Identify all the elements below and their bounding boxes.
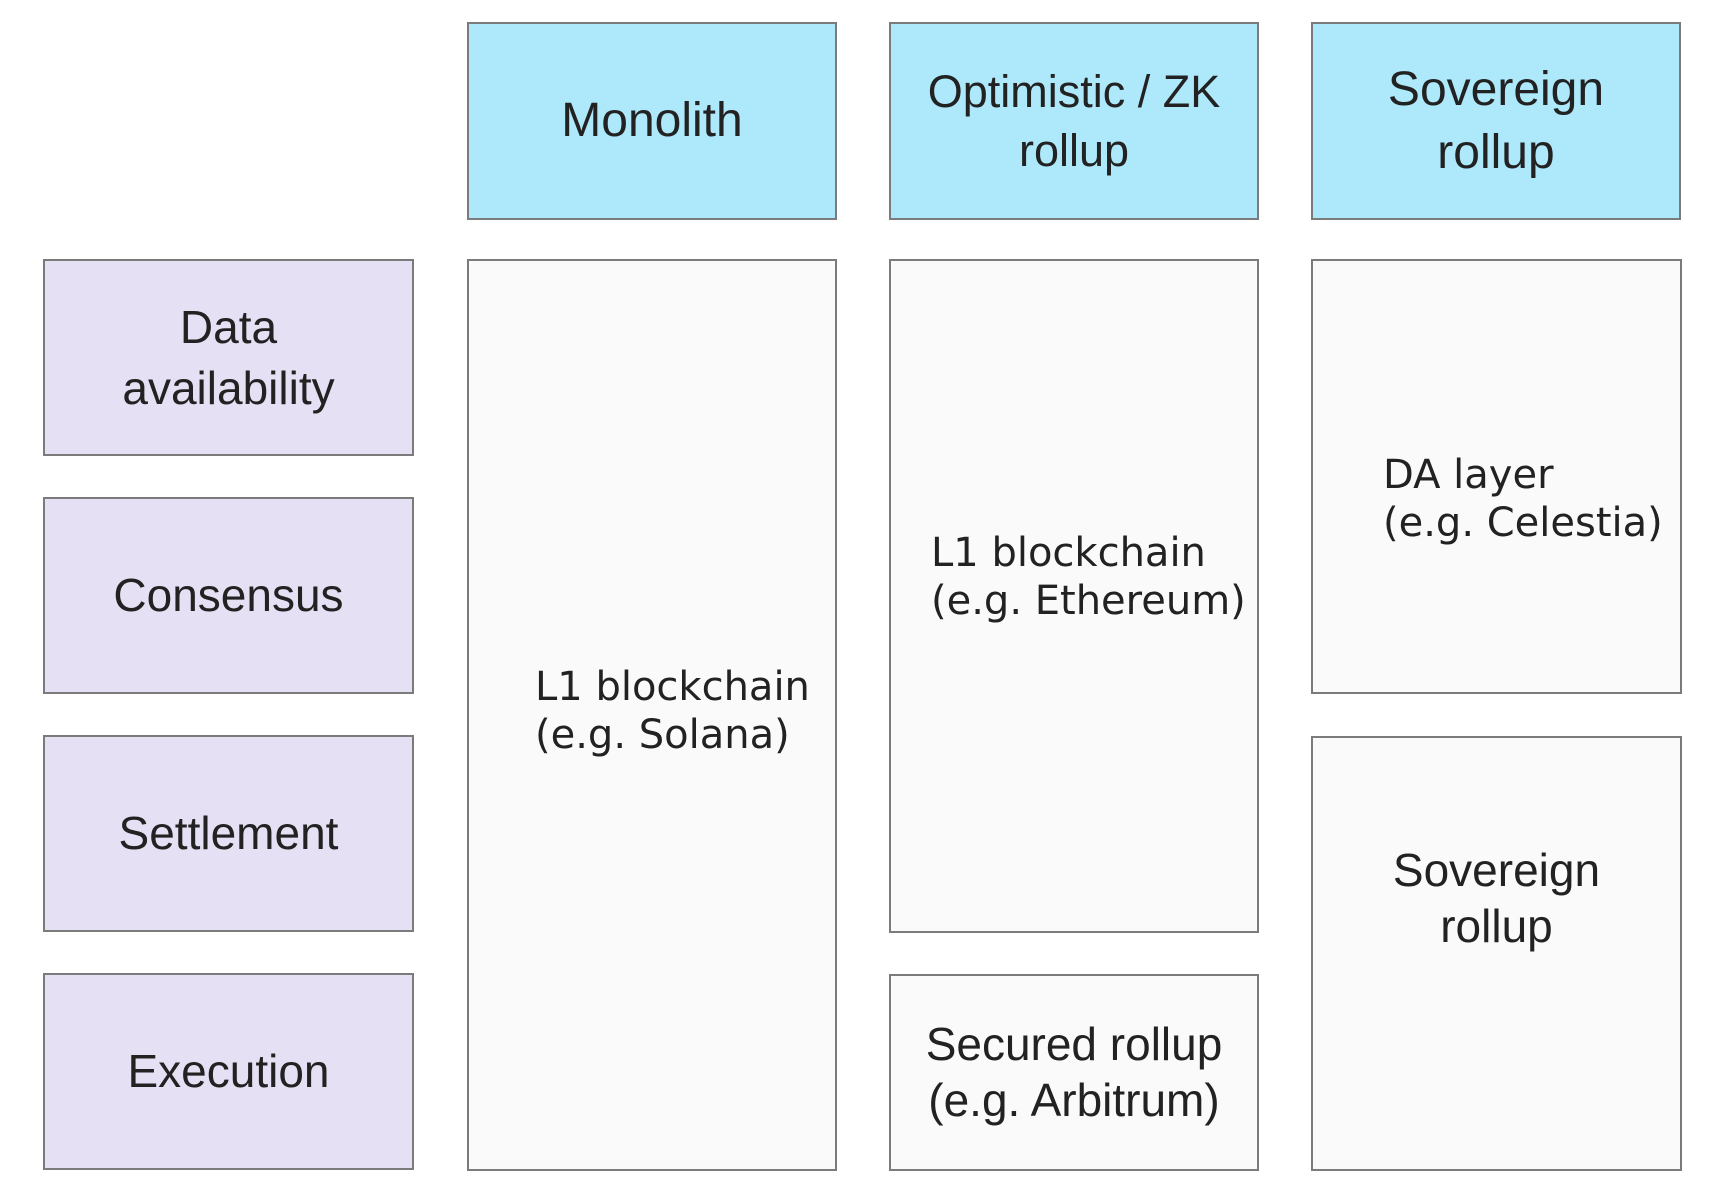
layer-data-availability-line-2: availability <box>122 361 335 414</box>
layer-data-availability: Data availability <box>43 259 414 456</box>
header-sovereign-rollup-label: Sovereign rollup <box>1388 58 1604 185</box>
header-optimistic-zk-rollup-label: Optimistic / ZK rollup <box>928 62 1221 181</box>
da-layer-line-2: (e.g. Celestia) <box>1383 500 1663 546</box>
monolith-l1-line-1: L1 blockchain <box>535 664 810 710</box>
sovereign-da-layer: DA layer (e.g. Celestia) <box>1311 259 1682 694</box>
sovereign-rollup-line-1: Sovereign <box>1392 844 1601 897</box>
header-monolith-label: Monolith <box>561 89 742 152</box>
layer-consensus-line-1: Consensus <box>113 569 344 622</box>
sovereign-rollup-execution: Sovereign rollup <box>1311 736 1682 1171</box>
header-sovereign-line-2: rollup <box>1437 126 1555 179</box>
monolith-l1-blockchain-label: L1 blockchain (e.g. Solana) <box>535 663 810 759</box>
layer-settlement: Settlement <box>43 735 414 932</box>
header-sovereign-line-1: Sovereign <box>1387 62 1605 116</box>
layer-execution: Execution <box>43 973 414 1170</box>
optimistic-zk-l1-blockchain-label: L1 blockchain (e.g. Ethereum) <box>931 529 1246 625</box>
monolith-l1-line-2: (e.g. Solana) <box>535 712 790 758</box>
secured-rollup-line-1: Secured rollup <box>925 1018 1223 1071</box>
header-monolith-line-1: Monolith <box>561 94 743 148</box>
sovereign-rollup-line-2: rollup <box>1440 899 1553 952</box>
layer-consensus: Consensus <box>43 497 414 694</box>
monolith-l1-blockchain: L1 blockchain (e.g. Solana) <box>467 259 837 1171</box>
optimistic-zk-l1-line-2: (e.g. Ethereum) <box>931 578 1246 624</box>
header-sovereign-rollup: Sovereign rollup <box>1311 22 1681 220</box>
layer-execution-label: Execution <box>127 1041 329 1102</box>
sovereign-da-layer-label: DA layer (e.g. Celestia) <box>1383 451 1663 547</box>
optimistic-zk-l1-blockchain: L1 blockchain (e.g. Ethereum) <box>889 259 1259 933</box>
layer-settlement-label: Settlement <box>119 803 339 864</box>
optimistic-zk-secured-rollup-label: Secured rollup (e.g. Arbitrum) <box>926 1017 1223 1127</box>
header-optimistic-zk-line-2: rollup <box>1018 125 1130 176</box>
layer-data-availability-line-1: Data <box>179 300 278 353</box>
layer-settlement-line-1: Settlement <box>118 807 339 860</box>
layer-consensus-label: Consensus <box>113 565 343 626</box>
optimistic-zk-l1-line-1: L1 blockchain <box>931 530 1206 576</box>
sovereign-rollup-execution-label: Sovereign rollup <box>1393 843 1600 953</box>
optimistic-zk-secured-rollup: Secured rollup (e.g. Arbitrum) <box>889 974 1259 1171</box>
header-optimistic-zk-rollup: Optimistic / ZK rollup <box>889 22 1259 220</box>
header-monolith: Monolith <box>467 22 837 220</box>
secured-rollup-line-2: (e.g. Arbitrum) <box>928 1073 1220 1126</box>
layer-data-availability-label: Data availability <box>122 297 334 418</box>
layer-execution-line-1: Execution <box>127 1045 330 1098</box>
da-layer-line-1: DA layer <box>1383 452 1554 498</box>
header-optimistic-zk-line-1: Optimistic / ZK <box>927 65 1221 117</box>
